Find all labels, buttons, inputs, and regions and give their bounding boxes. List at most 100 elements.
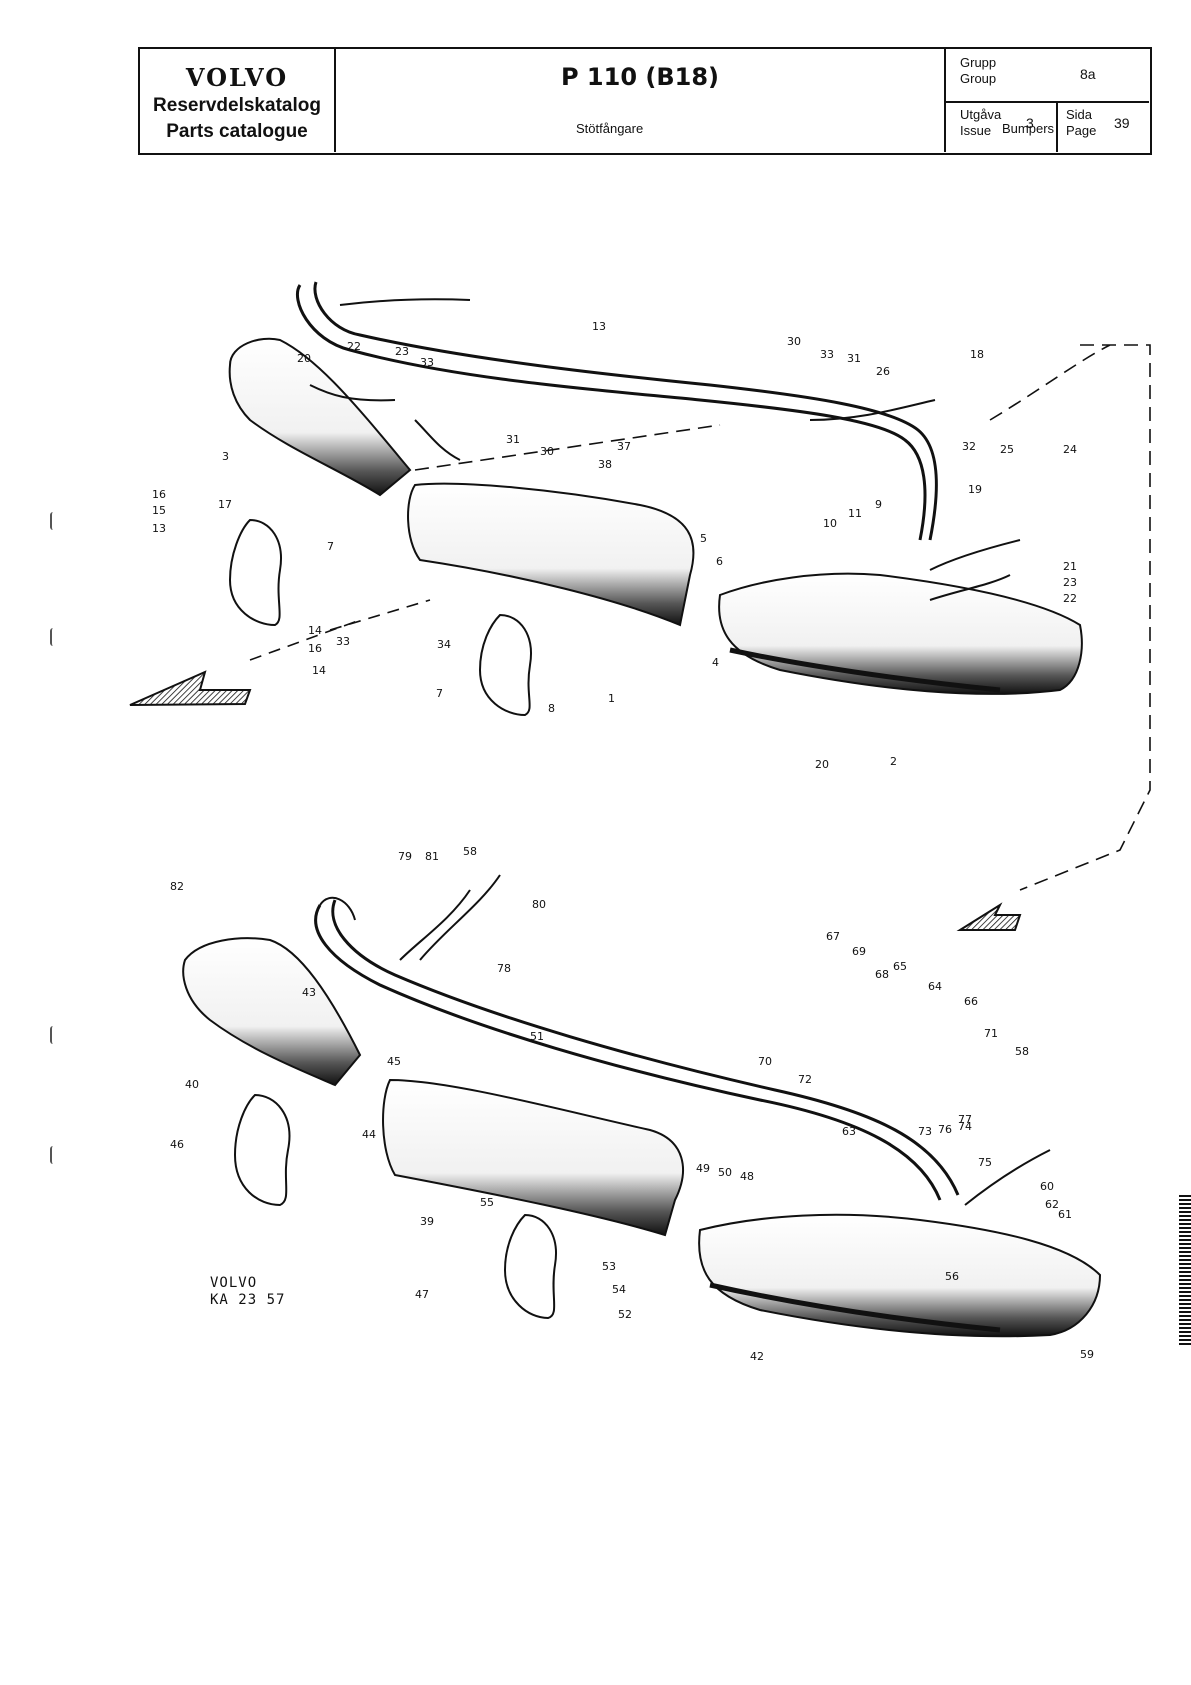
brand-logo: VOLVO bbox=[185, 63, 289, 92]
callout-number: 5 bbox=[700, 532, 707, 545]
callout-number: 18 bbox=[970, 348, 984, 361]
callout-number: 4 bbox=[712, 656, 719, 669]
callout-number: 2 bbox=[890, 755, 897, 768]
callout-number: 47 bbox=[415, 1288, 429, 1301]
callout-number: 43 bbox=[302, 986, 316, 999]
callout-number: 14 bbox=[308, 624, 322, 637]
callout-number: 26 bbox=[876, 365, 890, 378]
callout-number: 64 bbox=[928, 980, 942, 993]
callout-number: 25 bbox=[1000, 443, 1014, 456]
callout-number: 58 bbox=[1015, 1045, 1029, 1058]
callout-number: 65 bbox=[893, 960, 907, 973]
punch-hole-mark bbox=[50, 1026, 56, 1044]
callout-number: 42 bbox=[750, 1350, 764, 1363]
callout-number: 69 bbox=[852, 945, 866, 958]
callout-number: 37 bbox=[617, 440, 631, 453]
drawing-brand: VOLVO bbox=[210, 1275, 258, 1291]
callout-number: 16 bbox=[152, 488, 166, 501]
callout-number: 82 bbox=[170, 880, 184, 893]
brand-block: VOLVO Reservdelskatalog Parts catalogue bbox=[140, 49, 336, 152]
callout-number: 71 bbox=[984, 1027, 998, 1040]
group-label-sv: Grupp bbox=[960, 55, 997, 70]
callout-number: 51 bbox=[530, 1030, 544, 1043]
callout-number: 20 bbox=[297, 352, 311, 365]
callout-number: 74 bbox=[958, 1120, 972, 1133]
callout-number: 77 bbox=[958, 1113, 972, 1126]
callout-number: 46 bbox=[170, 1138, 184, 1151]
callout-number: 30 bbox=[787, 335, 801, 348]
callout-number: 67 bbox=[826, 930, 840, 943]
callout-number: 75 bbox=[978, 1156, 992, 1169]
callout-number: 14 bbox=[312, 664, 326, 677]
group-label-en: Group bbox=[960, 71, 997, 86]
callout-labels: 13 20 22 23 33 3 16 15 13 17 7 14 16 14 … bbox=[152, 320, 1094, 1363]
front-bumper-assembly bbox=[129, 281, 1151, 931]
callout-number: 50 bbox=[718, 1166, 732, 1179]
section-title-en: Bumpers bbox=[1002, 121, 1055, 136]
callout-number: 68 bbox=[875, 968, 889, 981]
callout-number: 13 bbox=[152, 522, 166, 535]
callout-number: 33 bbox=[420, 356, 434, 369]
callout-number: 1 bbox=[608, 692, 615, 705]
callout-number: 7 bbox=[327, 540, 334, 553]
punch-hole-mark bbox=[50, 628, 56, 646]
catalogue-title-sv: Reservdelskatalog bbox=[153, 95, 321, 116]
callout-number: 56 bbox=[945, 1270, 959, 1283]
callout-number: 79 bbox=[398, 850, 412, 863]
callout-number: 72 bbox=[798, 1073, 812, 1086]
callout-number: 60 bbox=[1040, 1180, 1054, 1193]
catalogue-header: VOLVO Reservdelskatalog Parts catalogue … bbox=[138, 47, 1152, 155]
callout-number: 23 bbox=[395, 345, 409, 358]
callout-number: 16 bbox=[308, 642, 322, 655]
callout-number: 59 bbox=[1080, 1348, 1094, 1361]
drawing-code: KA 23 57 bbox=[210, 1292, 286, 1308]
callout-number: 80 bbox=[532, 898, 546, 911]
callout-number: 24 bbox=[1063, 443, 1077, 456]
callout-number: 30 bbox=[540, 445, 554, 458]
callout-number: 78 bbox=[497, 962, 511, 975]
callout-number: 66 bbox=[964, 995, 978, 1008]
reference-block: Grupp Group 8a Utgåva Issue 3 Sida Page … bbox=[946, 49, 1149, 152]
callout-number: 39 bbox=[420, 1215, 434, 1228]
title-block: P 110 (B18) Stötfångare Bumpers bbox=[336, 49, 1054, 152]
callout-number: 73 bbox=[918, 1125, 932, 1138]
callout-number: 6 bbox=[716, 555, 723, 568]
callout-number: 55 bbox=[480, 1196, 494, 1209]
page-value: 39 bbox=[1114, 115, 1130, 131]
callout-number: 40 bbox=[185, 1078, 199, 1091]
callout-number: 31 bbox=[847, 352, 861, 365]
callout-number: 38 bbox=[598, 458, 612, 471]
rear-bumper-assembly bbox=[182, 874, 1102, 1338]
divider bbox=[1056, 101, 1058, 152]
punch-hole-mark bbox=[50, 1146, 56, 1164]
catalogue-title-en: Parts catalogue bbox=[166, 121, 308, 142]
callout-number: 58 bbox=[463, 845, 477, 858]
callout-number: 70 bbox=[758, 1055, 772, 1068]
callout-number: 81 bbox=[425, 850, 439, 863]
callout-number: 33 bbox=[820, 348, 834, 361]
callout-number: 44 bbox=[362, 1128, 376, 1141]
issue-value: 3 bbox=[1026, 115, 1034, 131]
callout-number: 10 bbox=[823, 517, 837, 530]
callout-number: 3 bbox=[222, 450, 229, 463]
callout-number: 45 bbox=[387, 1055, 401, 1068]
callout-number: 52 bbox=[618, 1308, 632, 1321]
callout-number: 61 bbox=[1058, 1208, 1072, 1221]
page-label-sv: Sida bbox=[1066, 107, 1093, 122]
callout-number: 20 bbox=[815, 758, 829, 771]
callout-number: 62 bbox=[1045, 1198, 1059, 1211]
callout-number: 53 bbox=[602, 1260, 616, 1273]
callout-number: 33 bbox=[336, 635, 350, 648]
callout-number: 19 bbox=[968, 483, 982, 496]
callout-number: 15 bbox=[152, 504, 166, 517]
edge-index-marker bbox=[1179, 1195, 1191, 1345]
divider bbox=[946, 101, 1149, 103]
callout-number: 34 bbox=[437, 638, 451, 651]
callout-number: 22 bbox=[347, 340, 361, 353]
callout-number: 17 bbox=[218, 498, 232, 511]
callout-number: 7 bbox=[436, 687, 443, 700]
callout-number: 31 bbox=[506, 433, 520, 446]
punch-hole-mark bbox=[50, 512, 56, 530]
callout-number: 21 bbox=[1063, 560, 1077, 573]
